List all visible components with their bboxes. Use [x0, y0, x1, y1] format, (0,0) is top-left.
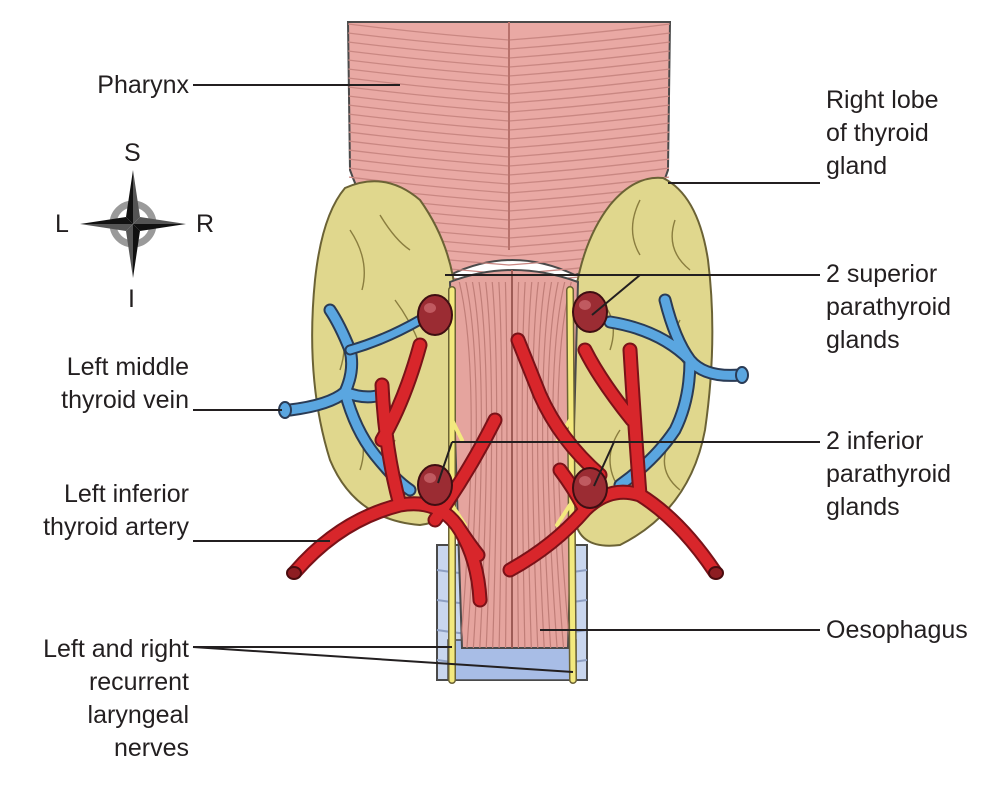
- oesophagus-striation: [483, 282, 493, 648]
- inferior-thyroid-arteries: [286, 332, 724, 608]
- compass-superior-label: S: [124, 139, 141, 167]
- leader-lines: [192, 84, 820, 673]
- compass-left-label: L: [55, 210, 69, 238]
- oesophagus-striation: [490, 282, 498, 648]
- left-inferior-thyroid-artery-label: Left inferior thyroid artery: [43, 480, 189, 541]
- compass-right-label: R: [196, 210, 215, 238]
- leader-nerves-right: [192, 646, 574, 673]
- orientation-compass: [80, 170, 186, 278]
- pharynx-label: Pharynx: [97, 71, 189, 99]
- oesophagus-striation: [497, 282, 503, 648]
- leader-superior-parathyroid-right: [591, 274, 641, 316]
- oesophagus-striation: [526, 282, 534, 648]
- left-thyroid-lobe: [311, 180, 462, 527]
- oesophagus-striation: [536, 282, 548, 648]
- left-middle-thyroid-vein-label: Left middle thyroid vein: [61, 353, 189, 414]
- oesophagus-striation: [516, 282, 520, 648]
- inferior-parathyroid-label: 2 inferior parathyroid glands: [826, 427, 952, 521]
- leader-inferior-parathyroid-tip: [437, 441, 453, 484]
- compass-inferior-label: I: [128, 285, 135, 313]
- oesophagus-striation: [531, 282, 541, 648]
- oesophagus-label: Oesophagus: [826, 616, 968, 644]
- oesophagus-striation: [455, 282, 472, 648]
- oesophagus-striation: [521, 282, 527, 648]
- superior-parathyroid-glands: [417, 291, 608, 336]
- leader-inferior-parathyroid-right: [593, 441, 615, 487]
- recurrent-laryngeal-nerves-label: Left and right recurrent laryngeal nerve…: [43, 635, 189, 762]
- right-lobe-thyroid-label: Right lobe of thyroid gland: [826, 86, 939, 180]
- superior-parathyroid-label: 2 superior parathyroid glands: [826, 260, 952, 354]
